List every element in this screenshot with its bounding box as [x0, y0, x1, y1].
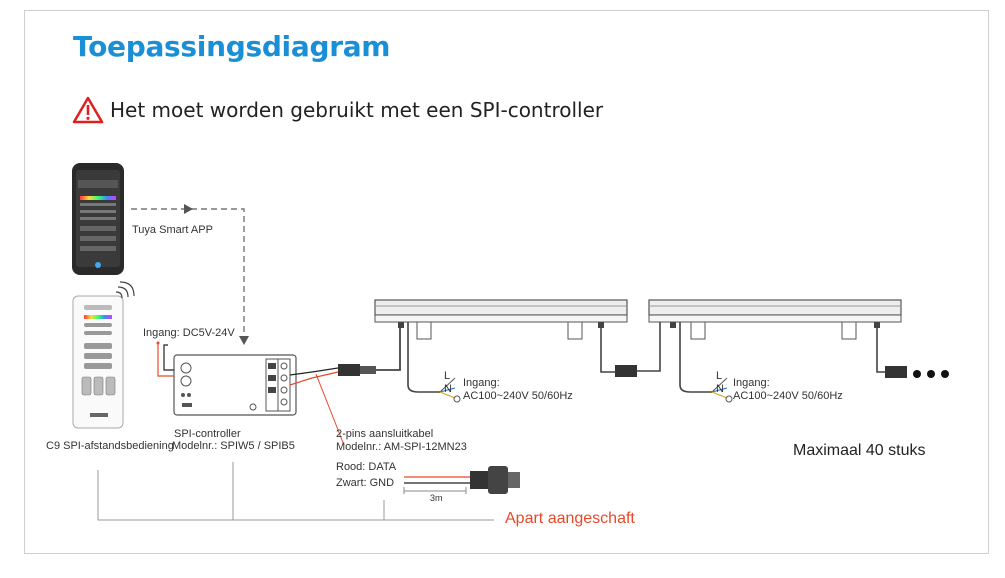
- ac-input-1-line2: AC100~240V 50/60Hz: [463, 390, 573, 402]
- black-wire-label: Zwart: GND: [336, 477, 395, 489]
- controller-model: Modelnr.: SPIW5 / SPIB5: [172, 440, 295, 452]
- ac-input-2-line1: Ingang:: [733, 377, 770, 389]
- wire-l-label-1: L: [444, 370, 451, 382]
- remote-label: C9 SPI-afstandsbediening: [46, 440, 174, 452]
- warning-text: Het moet worden gebruikt met een SPI-con…: [110, 98, 604, 122]
- controller-label: SPI-controller: [174, 428, 241, 440]
- smartphone-icon: [72, 163, 124, 275]
- ac-input-2-line2: AC100~240V 50/60Hz: [733, 390, 843, 402]
- ac-input-1-line1: Ingang:: [463, 377, 500, 389]
- wire-n-label-1: N: [444, 383, 452, 395]
- warning-icon: [72, 96, 104, 124]
- diagram-frame: [24, 10, 989, 554]
- continuation-dots: [913, 370, 949, 378]
- controller-output-cable: [289, 318, 401, 446]
- separately-purchased-label: Apart aangeschaft: [505, 510, 635, 527]
- max-count-label: Maximaal 40 stuks: [793, 442, 926, 459]
- cable-model: Modelnr.: AM-SPI-12MN23: [336, 441, 467, 453]
- wire-l-label-2: L: [716, 370, 723, 382]
- app-label: Tuya Smart APP: [132, 224, 213, 236]
- extension-cable-icon: [403, 466, 520, 494]
- led-wall-washer-2: [637, 299, 907, 403]
- purchase-bracket: [97, 462, 494, 521]
- input-dc-label: Ingang: DC5V-24V: [143, 327, 235, 339]
- wire-n-label-2: N: [716, 383, 724, 395]
- led-wall-washer-1: [374, 299, 637, 403]
- page-title: Toepassingsdiagram: [73, 30, 391, 63]
- remote-control-icon: [72, 281, 135, 429]
- wireless-link-arrow: [131, 204, 249, 345]
- cable-label: 2-pins aansluitkabel: [336, 428, 434, 440]
- cable-length-label: 3m: [430, 493, 443, 503]
- warning-row: Het moet worden gebruikt met een SPI-con…: [72, 96, 603, 124]
- red-wire-label: Rood: DATA: [336, 461, 397, 473]
- spi-controller-icon: [156, 341, 297, 416]
